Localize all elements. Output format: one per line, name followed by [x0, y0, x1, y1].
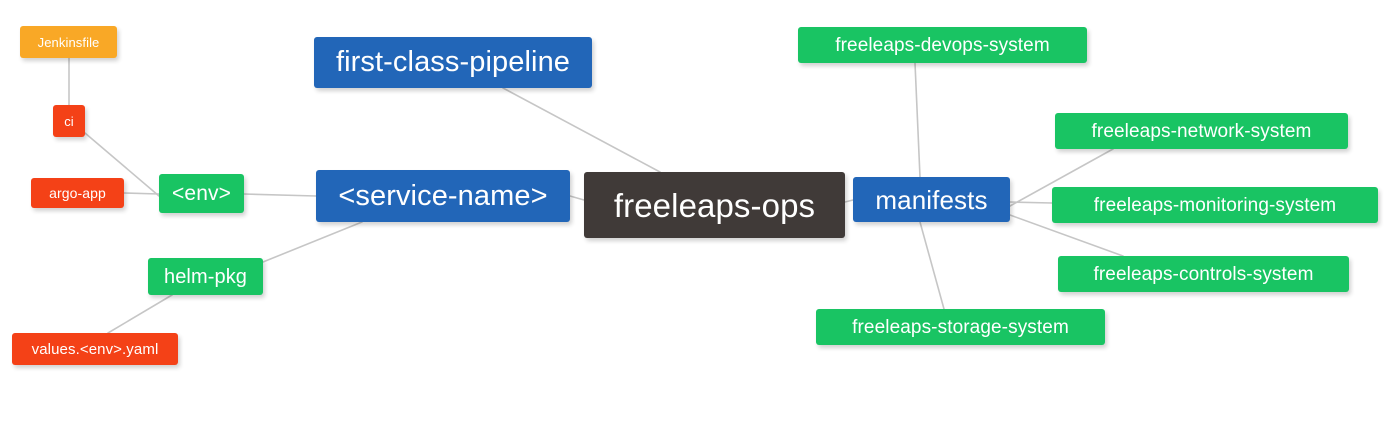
node-label-service-name: <service-name>: [338, 179, 548, 212]
edge-helm-pkg-to-values-env-yaml: [107, 294, 173, 334]
node-label-first-class-pipeline: first-class-pipeline: [335, 46, 571, 78]
node-label-manifests: manifests: [875, 184, 988, 215]
node-label-ci: ci: [64, 113, 74, 129]
node-label-freeleaps-network-system: freeleaps-network-system: [1091, 120, 1312, 142]
node-env[interactable]: <env>: [159, 174, 244, 213]
node-argo-app[interactable]: argo-app: [31, 178, 124, 208]
node-label-freeleaps-monitoring-system: freeleaps-monitoring-system: [1093, 194, 1337, 216]
node-label-freeleaps-storage-system: freeleaps-storage-system: [852, 316, 1069, 338]
node-freeleaps-network-system[interactable]: freeleaps-network-system: [1055, 113, 1348, 149]
node-freeleaps-controls-system[interactable]: freeleaps-controls-system: [1058, 256, 1349, 292]
edge-argo-app-to-env: [123, 192, 160, 195]
node-label-env: <env>: [172, 182, 231, 205]
node-manifests[interactable]: manifests: [853, 177, 1010, 222]
node-freeleaps-storage-system[interactable]: freeleaps-storage-system: [816, 309, 1105, 345]
node-freeleaps-monitoring-system[interactable]: freeleaps-monitoring-system: [1052, 187, 1378, 223]
edge-freeleaps-ops-to-manifests: [844, 199, 854, 203]
edge-env-to-service-name: [243, 193, 317, 197]
node-label-helm-pkg: helm-pkg: [163, 265, 248, 288]
node-values-env-yaml[interactable]: values.<env>.yaml: [12, 333, 178, 365]
node-freeleaps-devops-system[interactable]: freeleaps-devops-system: [798, 27, 1087, 63]
node-freeleaps-ops[interactable]: freeleaps-ops: [584, 172, 845, 238]
node-jenkinsfile[interactable]: Jenkinsfile: [20, 26, 117, 58]
node-label-jenkinsfile: Jenkinsfile: [37, 34, 100, 50]
node-label-values-env-yaml: values.<env>.yaml: [31, 340, 159, 358]
node-label-freeleaps-devops-system: freeleaps-devops-system: [835, 34, 1050, 56]
edge-first-class-pipeline-to-freeleaps-ops: [502, 87, 661, 173]
edge-manifests-to-freeleaps-devops-system: [914, 62, 921, 178]
edge-manifests-to-freeleaps-storage-system: [919, 221, 945, 310]
edge-service-name-to-helm-pkg: [262, 221, 363, 263]
node-service-name[interactable]: <service-name>: [316, 170, 570, 222]
edge-service-name-to-freeleaps-ops: [569, 195, 585, 201]
node-label-argo-app: argo-app: [49, 185, 106, 201]
node-helm-pkg[interactable]: helm-pkg: [148, 258, 263, 295]
node-label-freeleaps-ops: freeleaps-ops: [613, 186, 816, 224]
node-first-class-pipeline[interactable]: first-class-pipeline: [314, 37, 592, 88]
node-ci[interactable]: ci: [53, 105, 85, 137]
edge-manifests-to-freeleaps-monitoring-system: [1009, 201, 1053, 204]
node-label-freeleaps-controls-system: freeleaps-controls-system: [1093, 263, 1314, 285]
